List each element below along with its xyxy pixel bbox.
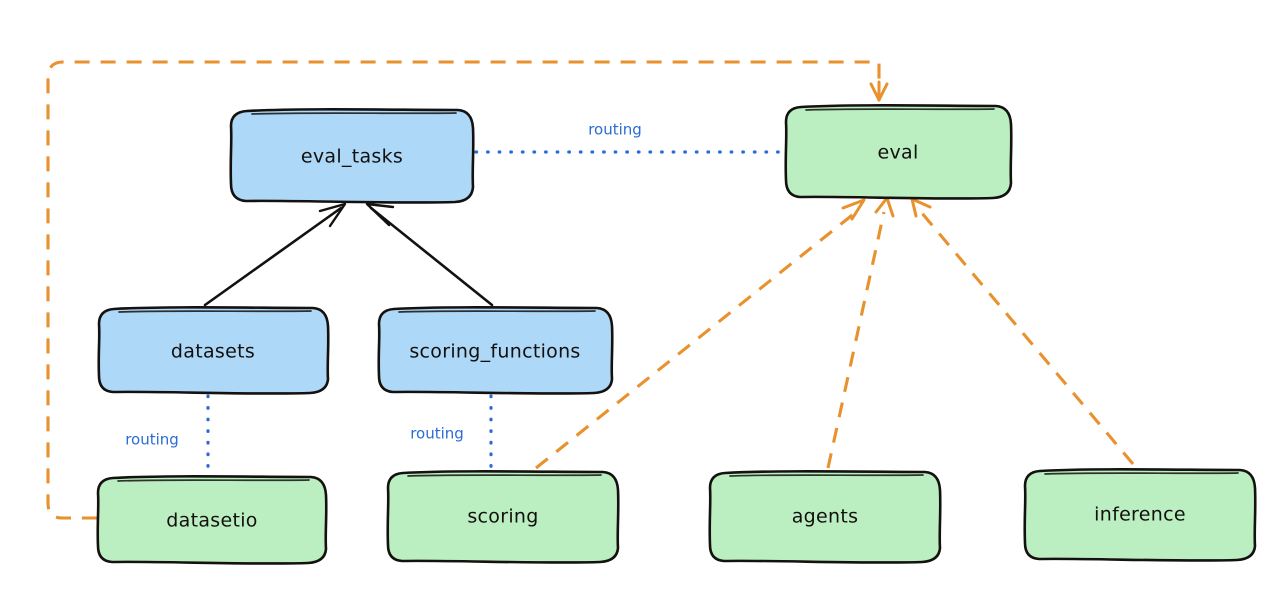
edge-datasets-to-eval_tasks bbox=[203, 206, 343, 307]
node-scoring_functions-outline-sketch bbox=[398, 310, 596, 313]
node-inference-shape bbox=[1025, 470, 1255, 560]
arrowhead-scoring-to-eval bbox=[841, 198, 866, 221]
node-datasetio-outline-sketch bbox=[117, 479, 310, 482]
node-datasetio-shape bbox=[98, 477, 326, 563]
node-scoring[interactable]: scoring bbox=[386, 470, 620, 564]
routing-edges bbox=[206, 150, 784, 476]
node-datasetio[interactable]: datasetio bbox=[96, 475, 328, 565]
node-eval_tasks-label: eval_tasks bbox=[301, 146, 403, 168]
node-scoring_functions-outline bbox=[377, 306, 614, 395]
node-eval_tasks[interactable]: eval_tasks bbox=[229, 108, 475, 204]
node-datasetio-label: datasetio bbox=[166, 510, 257, 532]
node-scoring-outline-sketch bbox=[407, 474, 602, 477]
node-datasets-outline bbox=[97, 306, 330, 395]
node-eval-shape bbox=[786, 106, 1011, 198]
node-eval-label: eval bbox=[877, 142, 918, 164]
node-datasetio-outline bbox=[96, 475, 328, 565]
node-scoring-shape bbox=[388, 472, 618, 562]
node-scoring-outline bbox=[386, 470, 620, 564]
edge-label-routing-datasetio: routing bbox=[125, 431, 179, 449]
edge-inference-to-eval bbox=[919, 211, 1135, 465]
node-agents[interactable]: agents bbox=[708, 470, 942, 564]
node-scoring_functions-label: scoring_functions bbox=[409, 341, 580, 363]
node-agents-shape bbox=[710, 472, 940, 562]
node-inference-outline bbox=[1023, 468, 1257, 562]
node-eval-outline-sketch bbox=[805, 108, 995, 111]
node-agents-outline bbox=[708, 470, 942, 564]
arrowhead-scoring_functions-to-eval_tasks bbox=[365, 202, 395, 227]
node-datasets-outline-sketch bbox=[118, 310, 312, 313]
node-scoring_functions-shape bbox=[379, 308, 612, 393]
node-agents-outline-sketch bbox=[729, 474, 924, 477]
arrowhead-inference-to-eval bbox=[910, 197, 932, 218]
node-agents-label: agents bbox=[792, 506, 859, 528]
edge-label-routing-eval: routing bbox=[588, 121, 642, 139]
node-inference-outline-sketch bbox=[1044, 472, 1239, 475]
edge-label-group: routing routing routing bbox=[125, 121, 642, 449]
edge-scoring-to-eval bbox=[535, 210, 857, 470]
node-inference[interactable]: inference bbox=[1023, 468, 1257, 562]
node-eval[interactable]: eval bbox=[784, 104, 1013, 200]
node-datasets-label: datasets bbox=[171, 341, 255, 363]
edge-label-routing-scoring: routing bbox=[410, 425, 464, 443]
node-datasets[interactable]: datasets bbox=[97, 306, 330, 395]
arrowhead-datasets-to-eval_tasks bbox=[318, 202, 347, 228]
node-eval-outline bbox=[784, 104, 1013, 200]
node-scoring-label: scoring bbox=[467, 506, 538, 528]
node-eval_tasks-shape bbox=[231, 110, 473, 202]
edge-datasetio-to-eval bbox=[46, 60, 881, 520]
edge-agents-to-eval bbox=[826, 211, 886, 469]
node-datasets-shape bbox=[99, 308, 328, 393]
edge-scoring_functions-to-eval_tasks bbox=[369, 206, 494, 307]
node-eval_tasks-outline-sketch bbox=[251, 112, 457, 115]
solid-edges bbox=[203, 202, 494, 307]
node-scoring_functions[interactable]: scoring_functions bbox=[377, 306, 614, 395]
node-inference-label: inference bbox=[1094, 504, 1186, 526]
node-eval_tasks-outline bbox=[229, 108, 475, 204]
dependency-edges bbox=[46, 60, 1135, 520]
